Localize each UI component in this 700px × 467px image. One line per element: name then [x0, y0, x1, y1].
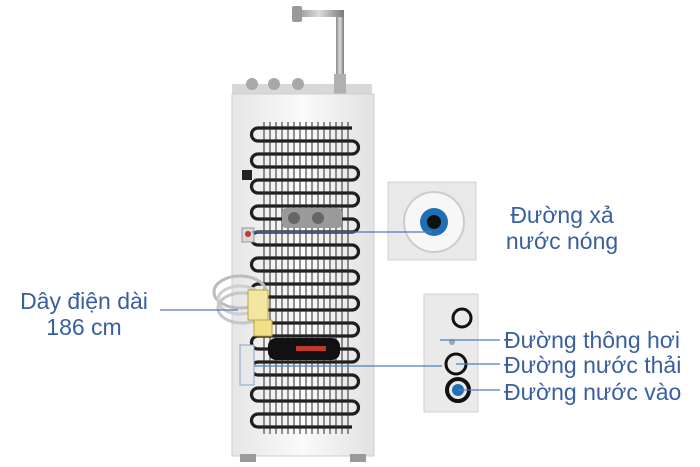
compressor-label: [296, 346, 326, 351]
faucet-pipe: [292, 6, 344, 92]
sensor-part: [242, 170, 252, 180]
power-plug: [253, 319, 273, 337]
callout-power-cord: Dây điện dài 186 cm: [14, 288, 154, 340]
callout-water-inlet: Đường nước vào: [504, 379, 682, 405]
foot-left: [240, 454, 256, 462]
condenser-wire-grid: [263, 122, 349, 434]
indicator-dot: [245, 231, 251, 237]
rear-ports: [239, 344, 255, 386]
inset-ports: [423, 293, 479, 413]
power-cord-label-line1: Dây điện dài: [20, 288, 148, 314]
callout-vent: Đường thông hơi: [504, 327, 680, 353]
power-cord-label-line2: 186 cm: [46, 314, 122, 340]
cord-warning-tag: [247, 289, 269, 321]
hot-drain-label-line1: Đường xả: [510, 202, 614, 228]
hot-drain-label-line2: nước nóng: [505, 228, 619, 254]
inset-hot-drain: [387, 181, 477, 261]
leader-lines: [160, 231, 500, 391]
callout-hot-drain: Đường xả nước nóng: [502, 202, 622, 254]
foot-right: [350, 454, 366, 462]
callout-waste-water: Đường nước thải: [504, 352, 682, 378]
top-connectors: [232, 74, 372, 96]
drain-fittings: [282, 208, 342, 228]
